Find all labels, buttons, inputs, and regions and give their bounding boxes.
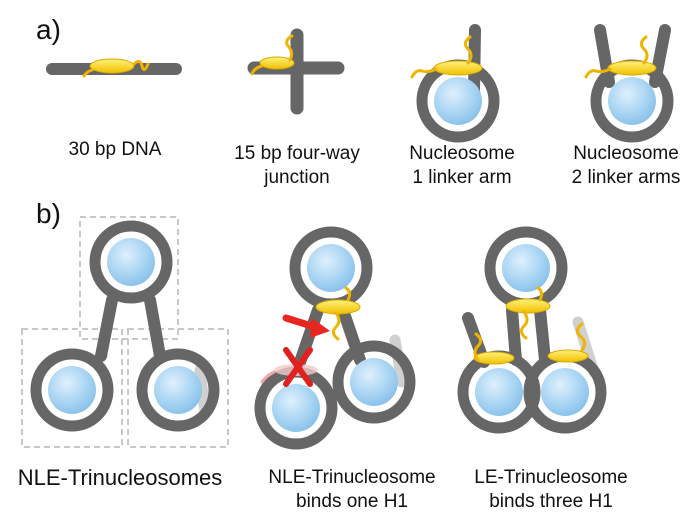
panel-a-label: a) [36,14,61,45]
caption-nucleosome-two-linkers: Nucleosome 2 linker arms [571,143,681,188]
dna-30bp-diagram [46,58,182,78]
caption-nle-trinucleosomes: NLE-Trinucleosomes [17,465,223,490]
caption-30bp-dna: 30 bp DNA [68,139,162,160]
caption-four-way-junction: 15 bp four-way junction [234,143,360,188]
panel-a [46,24,674,143]
red-x-icon [283,347,313,387]
panel-b [21,216,607,450]
four-way-junction-diagram [247,28,345,115]
panel-b-label: b) [36,198,61,229]
nle-trinucleosomes-diagram [21,216,229,448]
caption-nle-trinucleosome-one-h1: NLE-Trinucleosome binds one H1 [268,467,436,512]
caption-nucleosome-one-linker: Nucleosome 1 linker arm [409,143,515,188]
nle-trinucleosome-one-h1-diagram [254,226,416,450]
caption-le-trinucleosome-three-h1: LE-Trinucleosome binds three H1 [474,467,628,512]
nucleosome-two-linkers-diagram [584,24,674,143]
le-trinucleosome-three-h1-diagram [457,226,607,434]
red-arrow-icon [282,314,330,338]
nucleosome-one-linker-diagram [410,24,500,143]
